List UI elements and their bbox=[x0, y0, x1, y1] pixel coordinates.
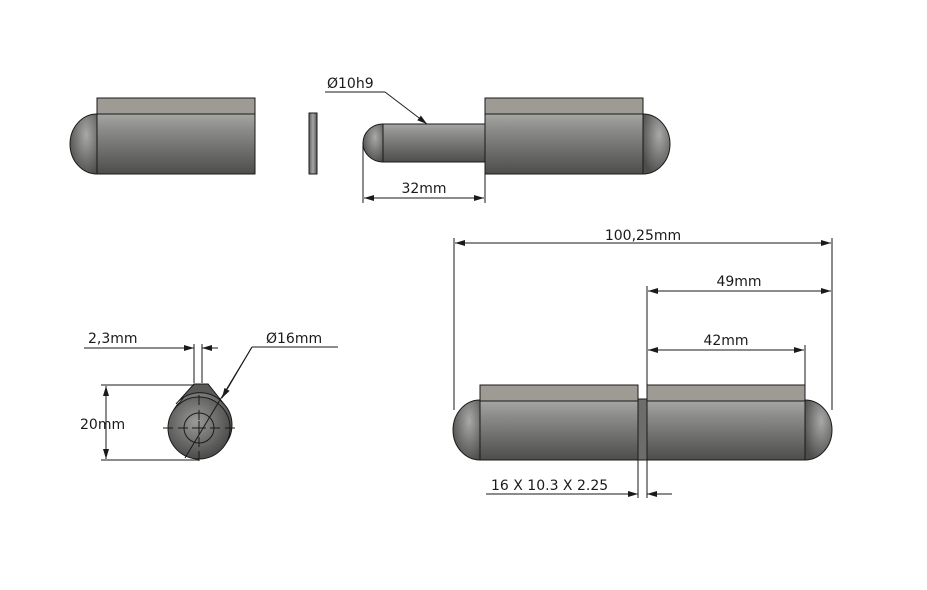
slot-width-dimension: 2,3mm bbox=[84, 331, 218, 383]
slot-width-label: 2,3mm bbox=[88, 331, 138, 347]
overall-length-label: 100,25mm bbox=[605, 228, 681, 244]
end-diameter-dimension: Ø16mm bbox=[184, 331, 338, 459]
washer-label: 16 X 10.3 X 2.25 bbox=[491, 478, 608, 494]
leaf-length-label: 42mm bbox=[703, 333, 748, 349]
end-height-label: 20mm bbox=[80, 417, 125, 433]
leaf-length-dimension: 42mm bbox=[648, 333, 806, 385]
washer-dimension: 16 X 10.3 X 2.25 bbox=[486, 460, 672, 498]
pin-length-label: 32mm bbox=[401, 181, 446, 197]
half-length-dimension: 49mm bbox=[646, 274, 831, 498]
exploded-view: Ø10h9 32mm bbox=[69, 76, 671, 203]
pin-diameter-label: Ø10h9 bbox=[327, 76, 374, 92]
left-knuckle-part bbox=[69, 97, 256, 175]
assembled-view: 100,25mm 49mm 42mm 16 X 10.3 X 2.25 bbox=[452, 228, 833, 498]
pin-length-dimension: 32mm bbox=[362, 142, 486, 203]
half-length-label: 49mm bbox=[716, 274, 761, 290]
end-diameter-label: Ø16mm bbox=[266, 331, 322, 347]
washer-part bbox=[308, 112, 318, 175]
pin-diameter-dimension: Ø10h9 bbox=[325, 76, 428, 125]
end-view: 2,3mm Ø16mm 20mm bbox=[80, 331, 338, 461]
end-height-dimension: 20mm bbox=[80, 384, 199, 461]
overall-length-dimension: 100,25mm bbox=[453, 228, 833, 410]
pin-knuckle-part bbox=[362, 97, 671, 175]
